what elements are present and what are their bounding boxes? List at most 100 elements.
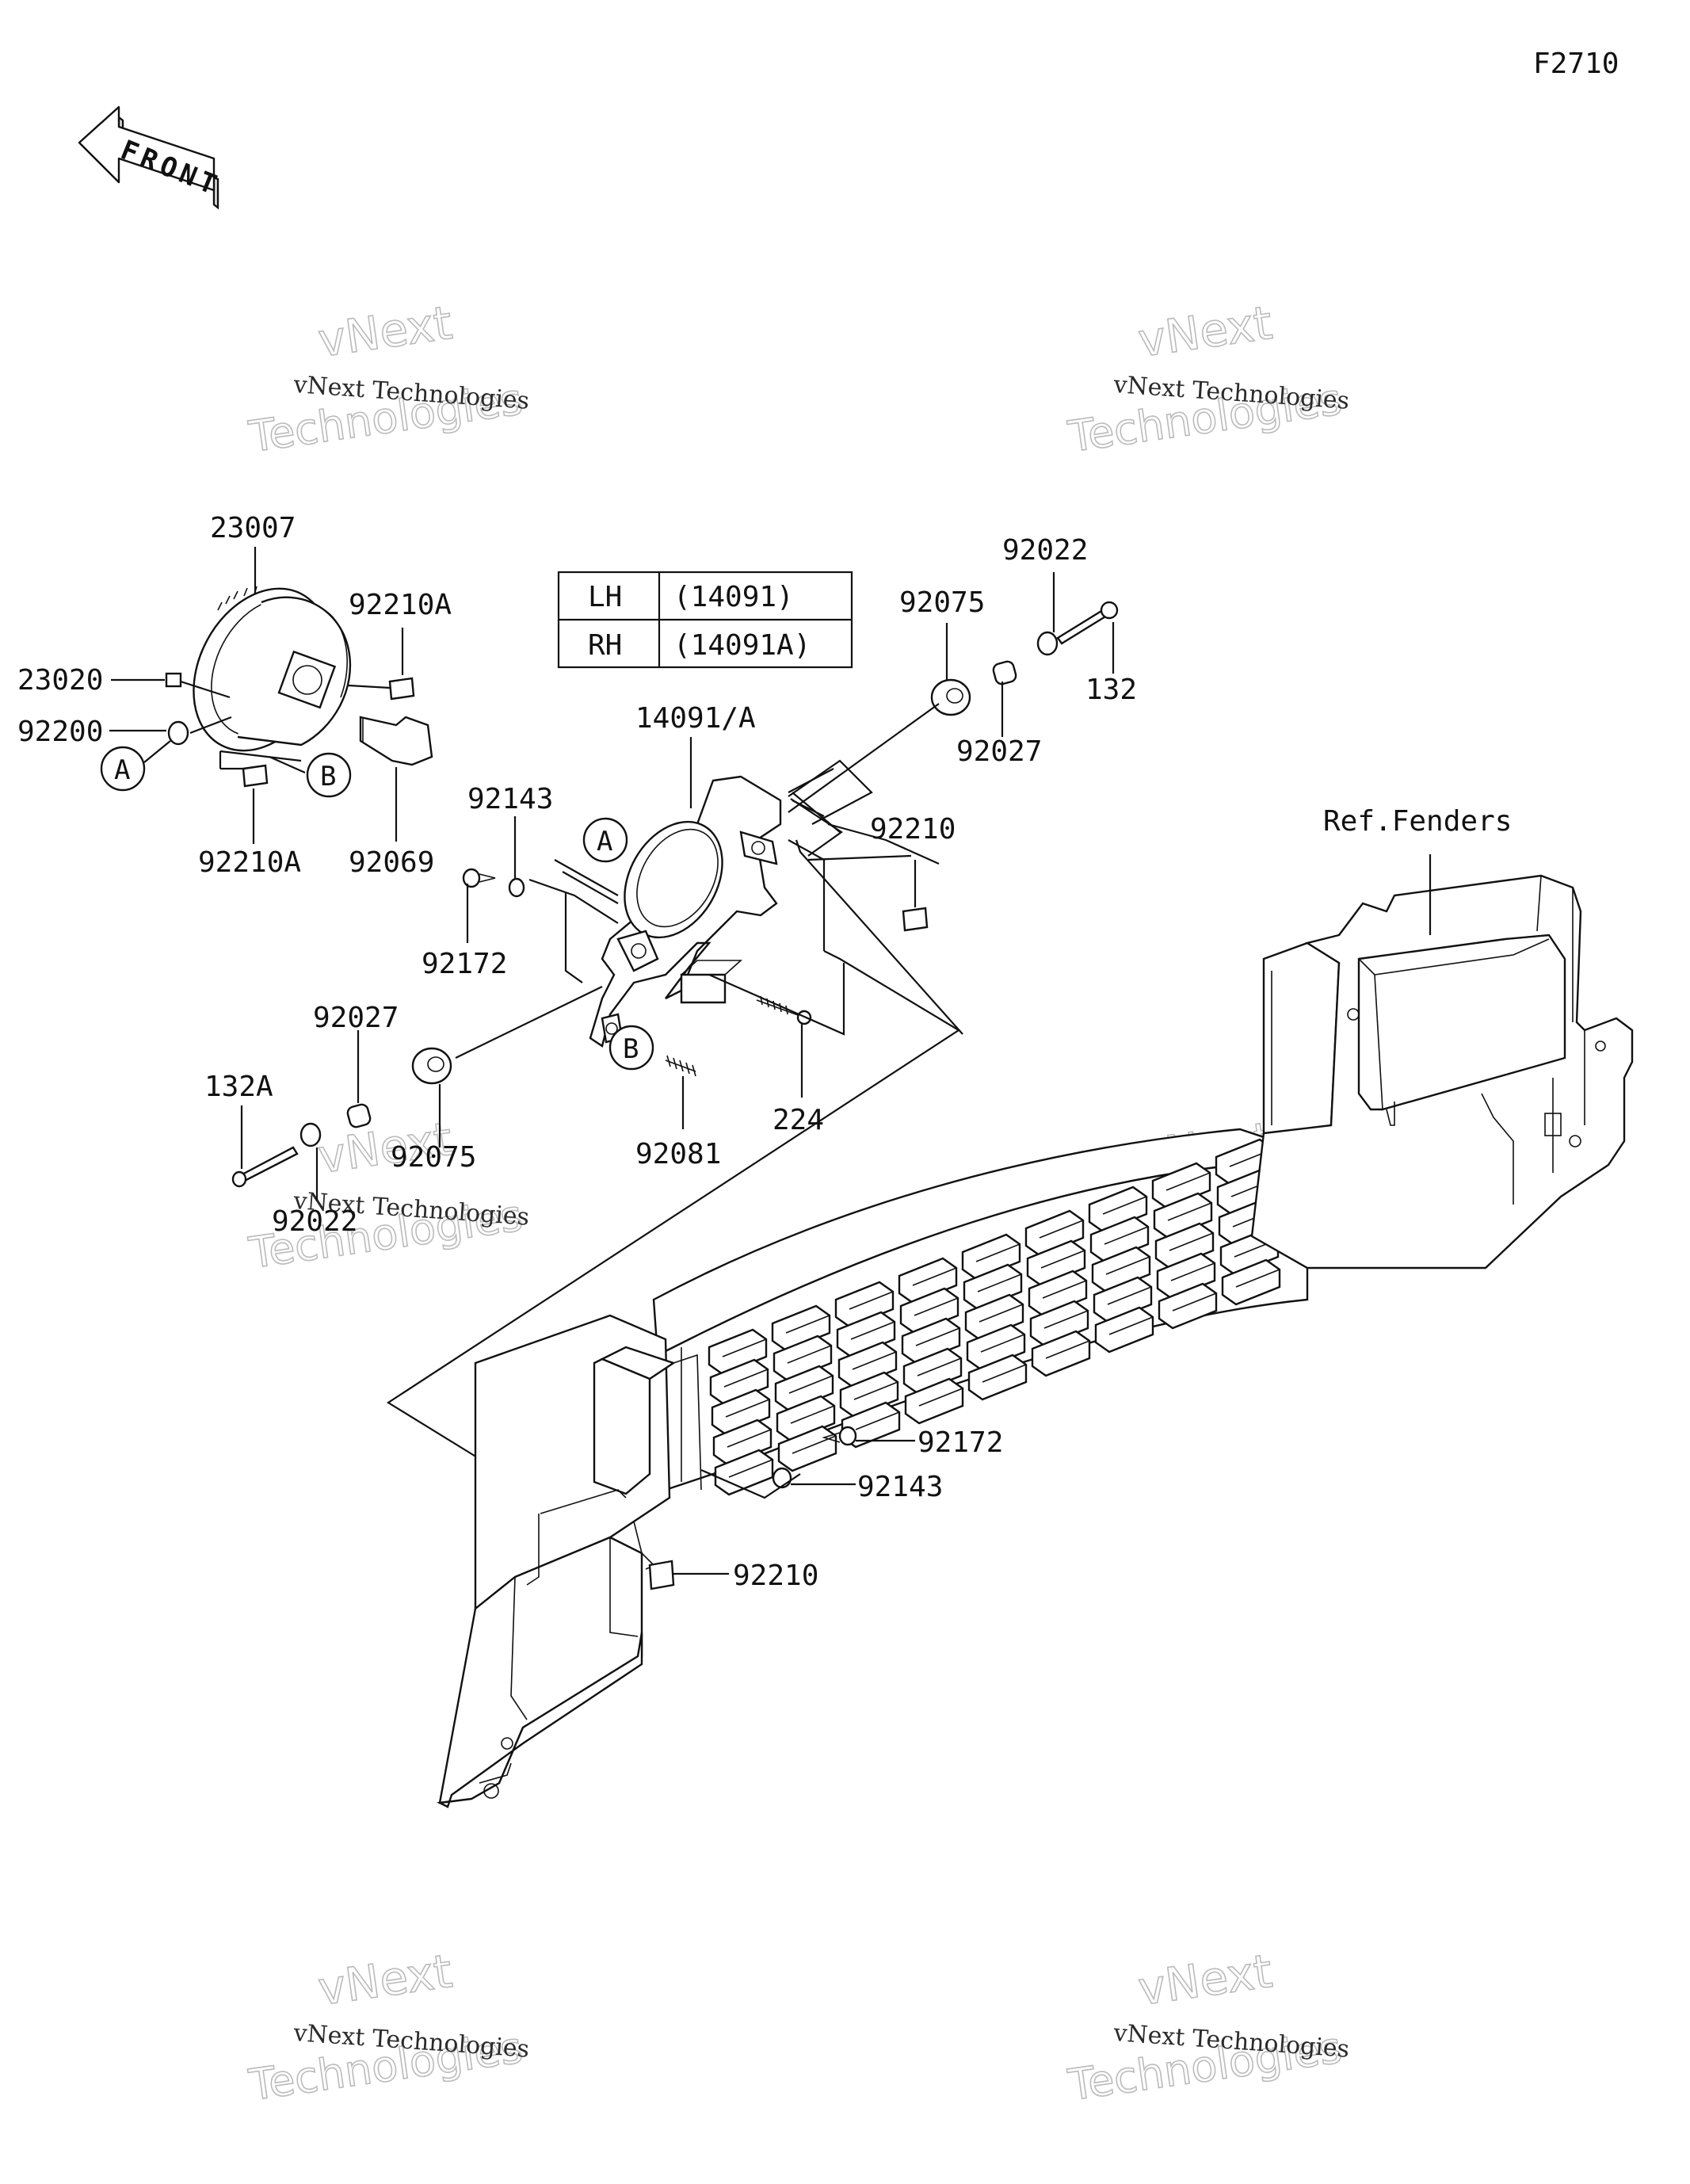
grille-slat [834,1281,895,1328]
grille-slat [967,1354,1028,1401]
grille-slat-edge [852,1351,897,1370]
grille-slat-edge [979,1304,1024,1323]
grille-slat-edge [1104,1226,1149,1245]
grille-slat-edge [725,1399,770,1418]
grille-slat [904,1377,964,1425]
grille-slat [777,1425,837,1472]
variant-side-lh: LH [588,581,622,613]
grille-slat [837,1341,898,1388]
grille-slat [1089,1216,1150,1263]
figure-code: F2710 [1533,48,1619,80]
grille-slat [1091,1246,1151,1293]
grille-slat [1088,1186,1148,1233]
grille-slat [1026,1239,1086,1287]
svg-text:vNext: vNext [1135,296,1275,368]
grille-slat-edge [1043,1310,1089,1329]
grille-slat-edge [1169,1232,1214,1251]
label-14091A: 14091/A [635,702,756,735]
grille-slat-edge [914,1297,959,1316]
svg-text:A: A [114,754,130,786]
grille-slat-edge [723,1369,769,1388]
watermark-top-right: vNext Technologies vNext Technologies [1064,295,1350,463]
grille-slat [1154,1222,1215,1270]
grille-slat [839,1371,899,1418]
bolt-92172-left [462,868,496,888]
grille-slat [963,1263,1023,1311]
grille-slat-edge [1165,1172,1211,1191]
label-92081: 92081 [635,1138,721,1170]
callout-a-left: A [100,746,146,792]
grille-slat-edge [788,1375,834,1394]
label-92143-right: 92143 [857,1471,943,1503]
grille-slat-edge [982,1364,1027,1383]
grille-slat-edge [787,1345,832,1364]
watermark-bottom-right: vNext Technologies vNext Technologies [1064,1943,1350,2111]
grille-slat [1221,1258,1281,1306]
grille-slat [709,1358,769,1406]
grille-slat-edge [722,1338,767,1357]
label-92022-left: 92022 [272,1205,357,1238]
grille-slat [1094,1306,1154,1354]
label-132A: 132A [204,1071,273,1103]
grille-slat [1093,1276,1153,1323]
bulb-92069 [359,716,433,766]
label-92172-right: 92172 [917,1426,1003,1459]
grille-slat [1156,1252,1216,1300]
grille-slat-edge [977,1273,1022,1292]
svg-text:B: B [320,761,336,792]
label-92143-left: 92143 [467,783,553,815]
label-92075-left: 92075 [391,1141,476,1174]
grille-slat [774,1365,834,1412]
watermark-top-left: vNext Technologies vNext Technologies [245,295,530,463]
grille-slat-edge [912,1267,957,1286]
washer-92143-left [508,877,525,898]
label-23020: 23020 [17,664,103,697]
grille-slat-edge [1102,1196,1147,1215]
grille-slat [1153,1192,1213,1239]
front-arrow-icon: FRONT [78,105,225,210]
washer-92200 [167,720,189,746]
grille-slat-edge [1042,1280,1087,1299]
clip-92210-top [902,907,929,932]
variant-part-lh: (14091) [673,581,794,613]
collar-92027-top [992,660,1017,685]
grille-slat [776,1395,836,1442]
grille-slat-edge [855,1411,900,1430]
callout-b-bracket: B [608,1025,654,1071]
bolt-132A [231,1146,299,1188]
label-23007: 23007 [210,512,296,544]
label-92210A-top: 92210A [349,589,452,621]
label-92210-bottom: 92210 [733,1560,818,1592]
grille-slat-edge [1172,1292,1217,1312]
grille-slat-edge [1039,1220,1084,1239]
grille-slat-edge [1170,1262,1215,1281]
grille-slat [711,1388,771,1436]
label-132: 132 [1085,674,1137,706]
grille-slat [964,1293,1024,1341]
svg-text:vNext: vNext [1135,1944,1275,2016]
grille-slat-edge [980,1334,1025,1353]
svg-text:vNext: vNext [315,296,455,368]
grille-slat-edge [1105,1256,1150,1275]
grille-slat-edge [727,1429,772,1448]
grille-slat-edge [1235,1269,1280,1288]
grille-slat-edge [1045,1340,1090,1359]
grille-slat-edge [785,1315,830,1334]
grille-slat-edge [1167,1202,1212,1221]
label-92172-left: 92172 [422,948,507,980]
grille-slat-edge [1108,1316,1154,1335]
bracket-14091A [589,775,782,1048]
callout-b-left: B [306,752,352,798]
washer-92143-right [772,1467,792,1489]
grille-slat [1029,1300,1089,1347]
grille-slat [708,1328,768,1376]
label-224: 224 [773,1104,824,1136]
variant-part-rh: (14091A) [673,629,811,662]
grille-slat [771,1304,831,1352]
svg-text:B: B [623,1033,639,1065]
watermark-bottom-left: vNext Technologies vNext Technologies [245,1943,530,2111]
grille-slat-edge [975,1243,1020,1262]
grille-slat [898,1257,958,1304]
watermark-mid-left: vNext Technologies vNext Technologies [245,1111,530,1279]
